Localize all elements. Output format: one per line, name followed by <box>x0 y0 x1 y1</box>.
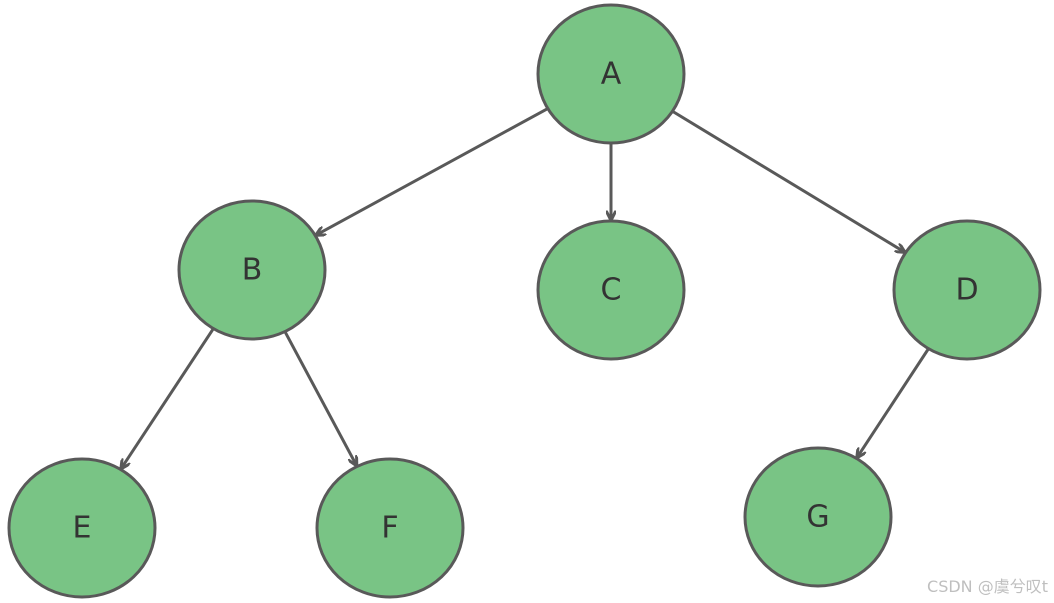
edge-b-f <box>283 330 356 465</box>
node-g: G <box>743 446 893 588</box>
node-b: B <box>177 199 327 341</box>
edge-d-g <box>858 347 930 457</box>
node-a-label: A <box>601 57 622 92</box>
node-d: D <box>892 219 1042 361</box>
edge-a-b <box>317 107 549 235</box>
node-a-circle <box>536 3 686 145</box>
node-e-circle <box>7 457 157 599</box>
node-c-circle <box>536 219 686 361</box>
node-a: A <box>536 3 686 145</box>
nodes-layer: A B C D E F G <box>7 3 1042 599</box>
node-e: E <box>7 457 157 599</box>
node-d-label: D <box>955 273 978 308</box>
node-c: C <box>536 219 686 361</box>
node-c-label: C <box>601 273 622 308</box>
edge-a-d <box>671 109 903 251</box>
edges-layer <box>122 107 930 468</box>
node-b-circle <box>177 199 327 341</box>
watermark-text: CSDN @虞兮叹t <box>927 577 1048 596</box>
node-d-circle <box>892 219 1042 361</box>
node-f-circle <box>315 457 465 599</box>
node-e-label: E <box>73 511 92 546</box>
node-b-label: B <box>242 253 263 288</box>
node-f: F <box>315 457 465 599</box>
edge-b-e <box>122 327 215 468</box>
node-g-label: G <box>806 500 829 535</box>
node-f-label: F <box>381 511 398 546</box>
node-g-circle <box>743 446 893 588</box>
